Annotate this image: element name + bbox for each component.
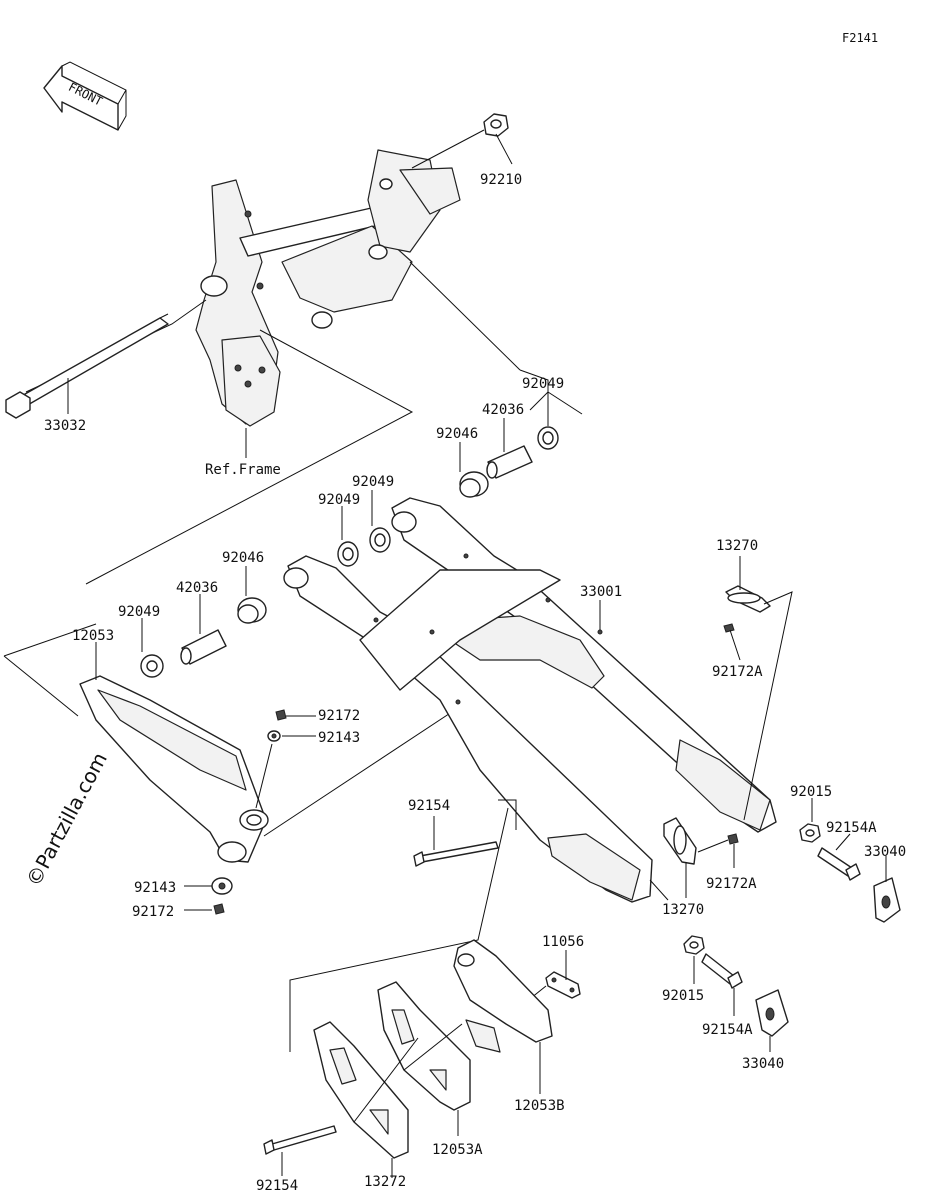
callout-92172-b: 92172	[132, 904, 174, 920]
callout-92210: 92210	[480, 172, 522, 188]
callout-92049-d: 92049	[118, 604, 160, 620]
callout-33032: 33032	[44, 418, 86, 434]
callout-92049-a: 92049	[522, 376, 564, 392]
callout-12053A: 12053A	[432, 1142, 483, 1158]
callout-92049-b: 92049	[352, 474, 394, 490]
screw-92172A-lower	[727, 833, 739, 845]
watermark: ©Partzilla.com	[21, 748, 112, 890]
callout-92046-b: 92046	[222, 550, 264, 566]
diagram-code: F2141	[842, 31, 878, 45]
callout-92049-c: 92049	[318, 492, 360, 508]
bolt-92154-mid	[413, 841, 499, 867]
callout-33040-b: 33040	[742, 1056, 784, 1072]
chain-slider-12053	[79, 675, 269, 863]
callout-92154A-b: 92154A	[702, 1022, 753, 1038]
callout-92046-a: 92046	[436, 426, 478, 442]
callout-92015-b: 92015	[662, 988, 704, 1004]
callout-92154A-a: 92154A	[826, 820, 877, 836]
nut-92015-lower	[683, 935, 705, 955]
ref-frame-label: Ref.Frame	[205, 462, 281, 478]
screw-92172A-upper	[723, 623, 735, 633]
adjuster-33040-lower	[755, 989, 789, 1037]
callout-92143-b: 92143	[134, 880, 176, 896]
screw-92172-upper	[275, 709, 287, 721]
callout-92143: 92143	[318, 730, 360, 746]
callout-92172A-a: 92172A	[712, 664, 763, 680]
callout-92172: 92172	[318, 708, 360, 724]
callout-13272: 13272	[364, 1174, 406, 1190]
callout-42036-a: 42036	[482, 402, 524, 418]
bolt-92154A-upper	[817, 847, 861, 881]
bearing-92046-upper	[459, 471, 489, 498]
collar-42036-lower	[180, 629, 227, 665]
collar-42036-upper	[486, 445, 533, 479]
callout-13270-a: 13270	[716, 538, 758, 554]
callout-12053B: 12053B	[514, 1098, 565, 1114]
callout-12053: 12053	[72, 628, 114, 644]
guide-plate-12053A	[377, 981, 471, 1111]
guide-block-12053B	[453, 939, 553, 1053]
bearing-92046-lower	[237, 597, 267, 624]
guide-plate-13272	[313, 1021, 409, 1159]
callout-11056: 11056	[542, 934, 584, 950]
bolt-92154-lower	[263, 1125, 337, 1155]
nut-92015-upper	[799, 823, 821, 843]
bolt-92154A-lower	[701, 953, 743, 989]
washer-92143-upper	[267, 730, 281, 742]
callout-33040-a: 33040	[864, 844, 906, 860]
callout-92172A-b: 92172A	[706, 876, 757, 892]
seal-92049-mid-left	[337, 541, 359, 567]
seal-92049-upper	[537, 426, 559, 450]
pivot-shaft-33032	[5, 313, 169, 419]
chain-guide-13270-upper	[725, 585, 771, 613]
callout-13270-b: 13270	[662, 902, 704, 918]
adjuster-33040-upper	[873, 877, 901, 923]
callout-92015-a: 92015	[790, 784, 832, 800]
front-arrow-icon: FRONT	[43, 61, 127, 131]
plate-11056	[545, 971, 581, 999]
chain-guide-13270-lower	[663, 817, 697, 865]
callout-92154-b: 92154	[256, 1178, 298, 1194]
callout-33001: 33001	[580, 584, 622, 600]
frame-reference	[195, 149, 461, 427]
screw-92172-lower	[213, 903, 225, 915]
washer-92143-lower	[211, 877, 233, 895]
seal-92049-lower	[140, 654, 164, 678]
nut-92210	[483, 113, 509, 137]
callout-92154-a: 92154	[408, 798, 450, 814]
seal-92049-mid-right	[369, 527, 391, 553]
callout-42036-b: 42036	[176, 580, 218, 596]
swingarm-33001	[283, 497, 777, 903]
